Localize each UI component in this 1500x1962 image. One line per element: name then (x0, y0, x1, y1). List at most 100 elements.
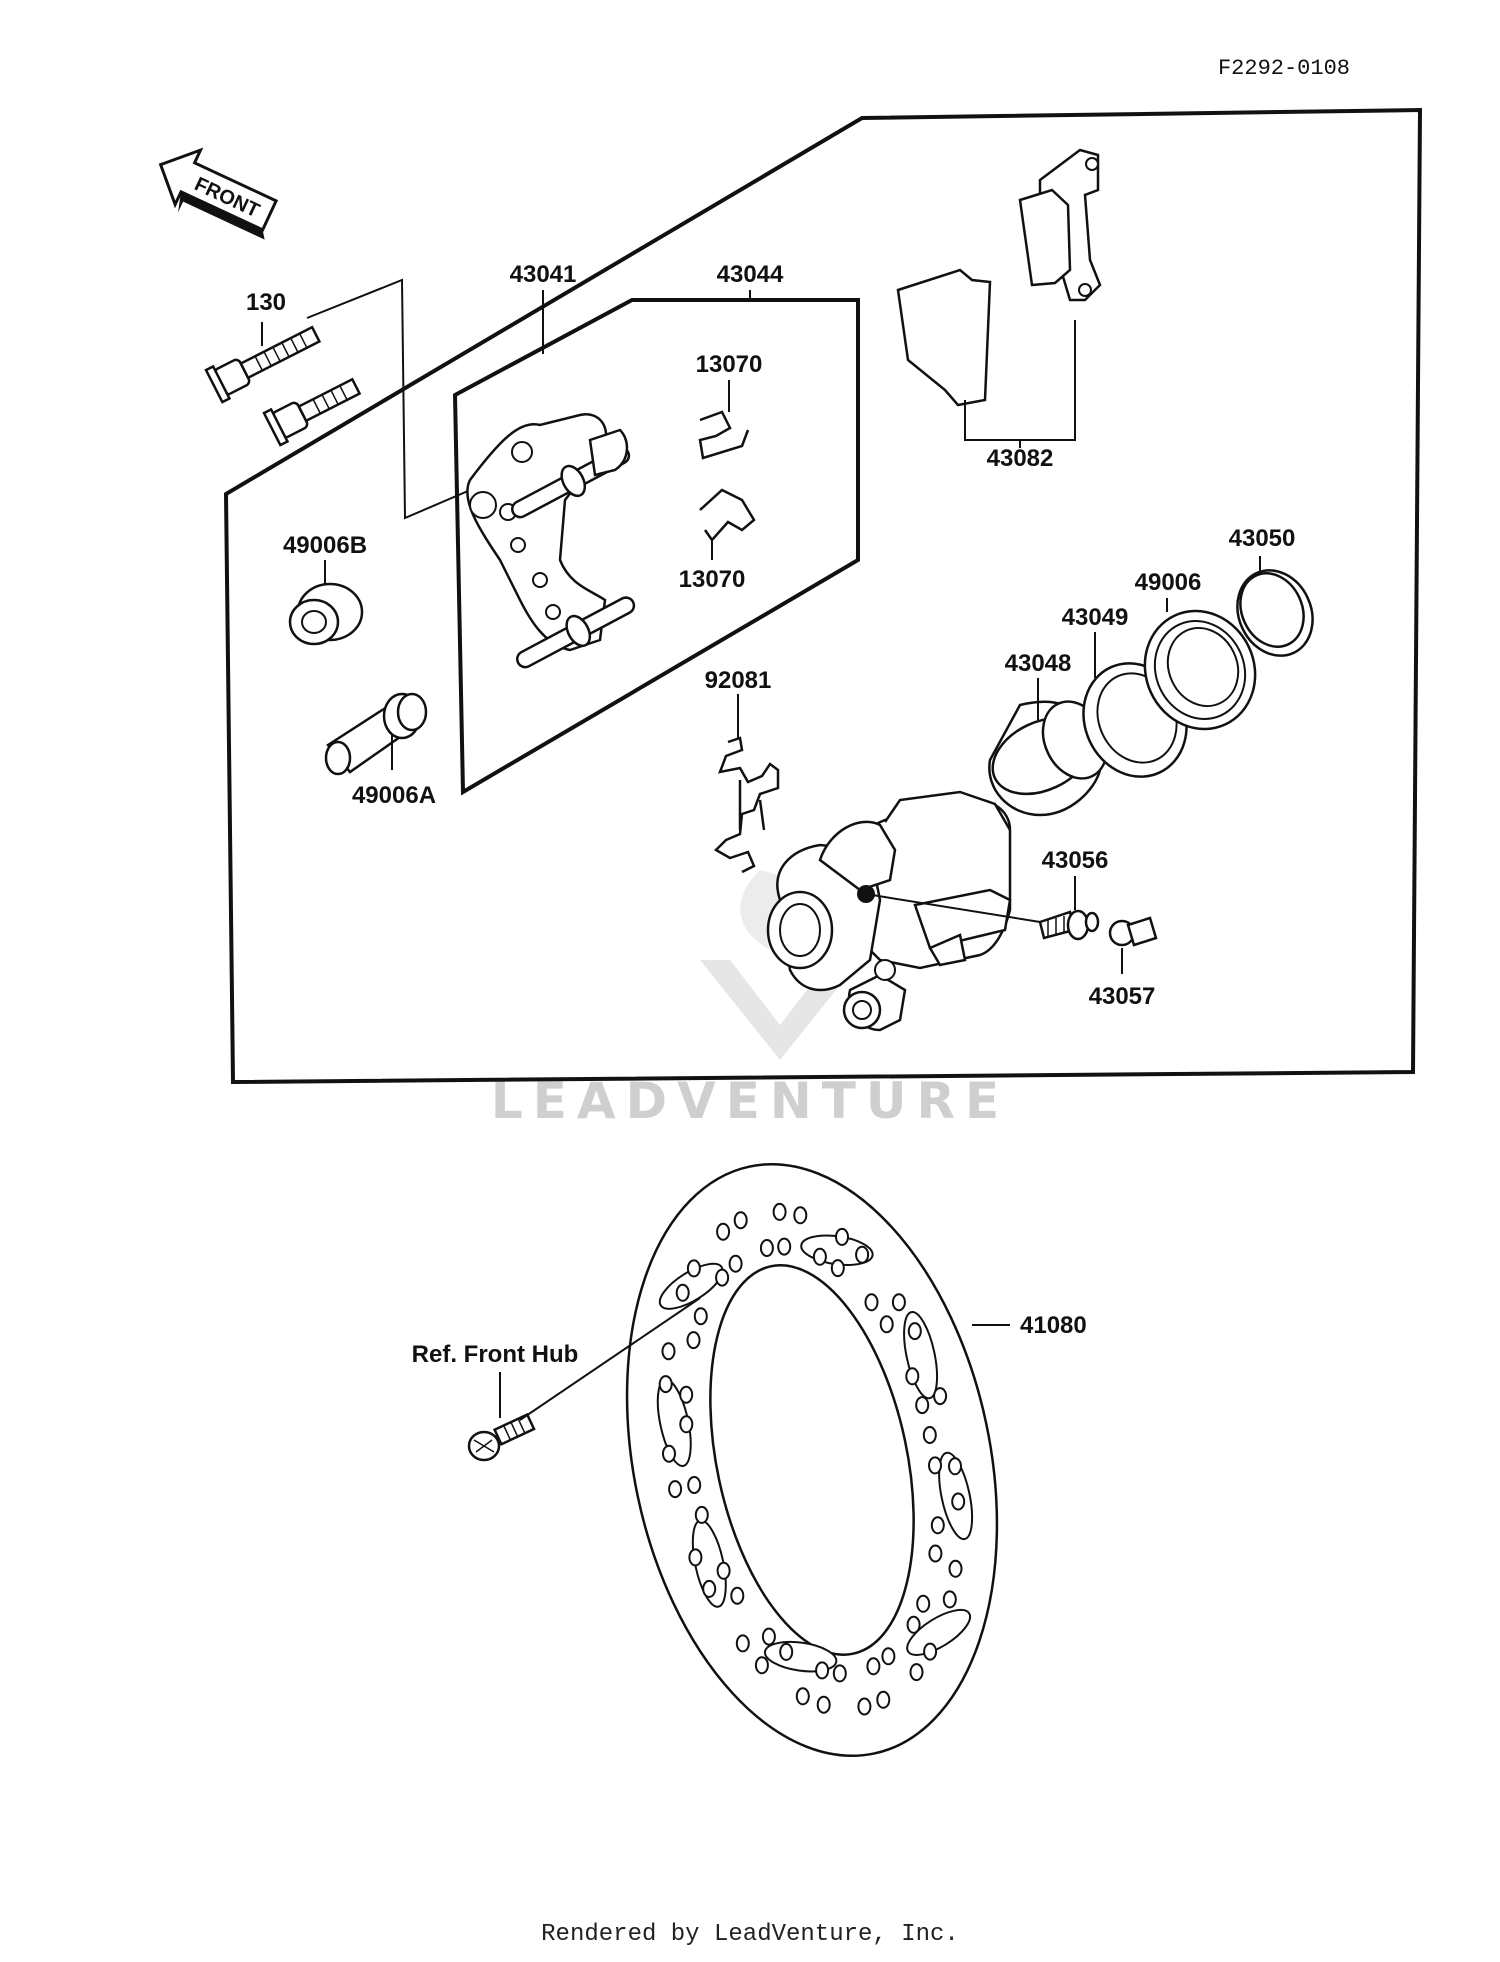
disc-vent-hole (876, 1690, 891, 1709)
caliper-bracket-43041 (466, 412, 636, 669)
disc-vent-hole (891, 1293, 906, 1312)
spring-clip-13070-bottom (699, 488, 756, 543)
disc-vent-hole (930, 1516, 945, 1535)
bleed-valve-43056 (1038, 909, 1100, 941)
piston-43048 (988, 700, 1109, 817)
callout-49006a: 49006A (352, 782, 436, 809)
caliper-body (766, 790, 1012, 1032)
disc-vent-hole (777, 1237, 792, 1256)
brake-pad-43082-outer (1018, 148, 1102, 302)
disc-vent-hole (905, 1367, 920, 1386)
cap-43050 (1236, 569, 1314, 657)
disc-holes (658, 1202, 966, 1716)
disc-vent-hole (716, 1222, 731, 1241)
callout-43082: 43082 (987, 445, 1054, 472)
disc-vent-hole (795, 1687, 810, 1706)
disc-vent-hole (675, 1283, 690, 1302)
disc-vent-hole (855, 1245, 870, 1264)
callout-13070-bottom: 13070 (679, 566, 746, 593)
dust-seal-49006 (1143, 609, 1257, 731)
disc-vent-hole (906, 1615, 921, 1634)
disc-vent-hole (662, 1444, 676, 1463)
disc-vent-hole (735, 1634, 750, 1653)
disc-vent-hole (702, 1579, 717, 1598)
disc-vent-hole (881, 1647, 896, 1666)
disc-vent-hole (909, 1663, 924, 1682)
disc-vent-hole (812, 1247, 827, 1266)
disc-vent-hole (923, 1642, 938, 1661)
callout-130: 130 (246, 289, 286, 316)
disc-vent-hole (668, 1480, 683, 1499)
disc-vent-hole (716, 1561, 731, 1580)
callout-49006: 49006 (1135, 569, 1202, 596)
disc-vent-hole (733, 1211, 748, 1230)
callout-ref-front-hub: Ref. Front Hub (412, 1341, 579, 1368)
disc-vent-hole (686, 1331, 701, 1350)
disc-vent-hole (686, 1259, 701, 1278)
disc-vent-hole (928, 1544, 943, 1563)
callout-41080: 41080 (1020, 1312, 1087, 1339)
disc-vent-hole (693, 1307, 708, 1326)
callout-92081: 92081 (705, 667, 772, 694)
boot-49006a (324, 692, 428, 776)
disc-vent-hole (915, 1396, 930, 1415)
disc-vent-hole (715, 1268, 730, 1287)
disc-vent-hole (928, 1456, 942, 1475)
callout-43044: 43044 (717, 261, 784, 288)
disc-vent-hole (687, 1476, 702, 1494)
disc-vent-hole (907, 1322, 922, 1341)
spring-clip-13070-top (698, 410, 750, 460)
footer-credit: Rendered by LeadVenture, Inc. (541, 1921, 959, 1948)
disc-vent-hole (942, 1590, 957, 1609)
callout-43056: 43056 (1042, 847, 1109, 874)
callout-43049: 43049 (1062, 604, 1129, 631)
diagram-code: F2292-0108 (1218, 56, 1350, 81)
disc-vent-hole (658, 1375, 673, 1394)
disc-vent-hole (679, 1415, 694, 1434)
disc-vent-hole (866, 1657, 881, 1676)
disc-vent-hole (922, 1426, 937, 1444)
callout-43041: 43041 (510, 261, 577, 288)
bolt-130 (204, 325, 362, 447)
disc-vent-hole (951, 1492, 966, 1511)
disc-vent-hole (694, 1505, 709, 1524)
disc-vent-hole (793, 1206, 808, 1225)
callout-43048: 43048 (1005, 650, 1072, 677)
brake-pad-43082-inner (896, 268, 992, 407)
callout-13070-top: 13070 (696, 351, 763, 378)
disc-vent-hole (933, 1387, 948, 1406)
disc-vent-hole (759, 1239, 774, 1257)
callout-49006b: 49006B (283, 532, 367, 559)
callout-43057: 43057 (1089, 983, 1156, 1010)
boot-49006b (288, 582, 364, 646)
bracket-assembly-outline (452, 298, 860, 796)
disc-vent-hole (816, 1695, 831, 1714)
caliper-assembly-outline (223, 107, 1423, 1085)
disc-vent-hole (916, 1594, 931, 1613)
disc-screw (467, 1412, 536, 1462)
disc-vent-hole (815, 1661, 830, 1680)
disc-vent-hole (761, 1627, 776, 1646)
disc-vent-hole (754, 1656, 769, 1675)
anti-rattle-spring-92081 (713, 736, 780, 874)
disc-vent-hole (772, 1202, 787, 1221)
disc-vent-hole (688, 1548, 703, 1567)
watermark-text: LEADVENTURE (491, 1072, 1009, 1130)
disc-vent-hole (864, 1293, 879, 1312)
disc-vent-hole (679, 1385, 694, 1404)
disc-vent-hole (730, 1586, 745, 1605)
front-arrow-icon: FRONT (158, 147, 279, 240)
callout-43050: 43050 (1229, 525, 1296, 552)
disc-vent-hole (779, 1642, 794, 1661)
disc-vent-hole (948, 1559, 963, 1578)
disc-vent-hole (830, 1259, 845, 1278)
disc-vent-hole (857, 1697, 872, 1716)
brake-disc-41080 (625, 1162, 999, 1758)
disc-vent-hole (879, 1315, 894, 1334)
disc-vent-hole (728, 1254, 743, 1273)
disc-vent-hole (661, 1342, 676, 1361)
bleed-cap-43057 (1108, 916, 1158, 947)
disc-vent-hole (832, 1664, 847, 1683)
disc-vent-hole (948, 1457, 962, 1476)
